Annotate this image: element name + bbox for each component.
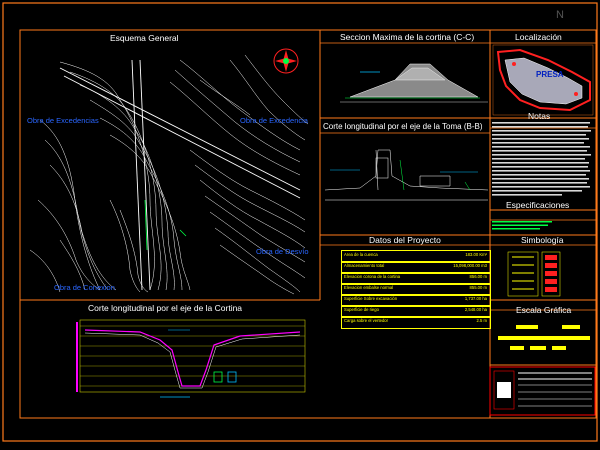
project-data-value: 2,548.00 ha	[464, 307, 487, 312]
site-plan-roads	[59, 59, 301, 291]
intake-section-drawing	[324, 149, 489, 201]
title-block	[489, 366, 596, 416]
plan-label-excedencias-left: Obra de Excedencias	[27, 116, 99, 125]
site-plan	[29, 54, 309, 295]
max-section-drawing	[340, 63, 488, 103]
location-map-label: PRESA	[536, 70, 564, 79]
project-data-label: Superficie Sobre excavación	[344, 296, 398, 301]
project-data-label: Carga sobre el vertedor	[344, 318, 388, 323]
project-data-row: Elevacion corona de la cortina 856.00 m	[341, 272, 491, 285]
panel-title-corte-toma: Corte longitudinal por el eje de la Toma…	[323, 122, 483, 131]
plan-label-desvio: Obra de Desvío	[256, 247, 309, 256]
panel-title-notas: Notas	[528, 111, 551, 121]
plan-label-excedencias-right: Obra de Excedencia	[240, 116, 308, 125]
project-data-row: Almacenamiento total 15,098,000.00 m3	[341, 261, 491, 274]
project-data-row: Area de la cuenca 183.00 Km²	[341, 250, 491, 263]
panel-title-simbologia: Simbología	[521, 235, 564, 245]
specifications-text-block	[492, 221, 552, 230]
panel-title-datos: Datos del Proyecto	[369, 235, 441, 245]
project-data-value: 855.00 m	[469, 285, 487, 290]
project-data-label: Elevacion embalse normal	[344, 285, 394, 290]
project-data-row: Elevacion embalse normal 855.00 m	[341, 283, 491, 296]
project-data-value: 183.00 Km²	[465, 252, 487, 257]
dam-profile-drawing	[76, 319, 306, 398]
project-data-value: 15,098,000.00 m3	[453, 263, 487, 268]
project-data-row: Superficie de riego 2,548.00 ha	[341, 305, 491, 318]
project-data-value: 1,737.00 ha	[464, 296, 487, 301]
project-data-label: Elevacion corona de la cortina	[344, 274, 401, 279]
project-data-row: Superficie Sobre excavación 1,737.00 ha	[341, 294, 491, 307]
project-data-value: 856.00 m	[469, 274, 487, 279]
project-data-label: Area de la cuenca	[344, 252, 378, 257]
project-data-label: Almacenamiento total	[344, 263, 385, 268]
project-data-label: Superficie de riego	[344, 307, 379, 312]
compass-north-label: N	[556, 9, 564, 21]
panel-title-localizacion: Localización	[515, 32, 562, 42]
project-data-row: Carga sobre el vertedor 2.5 m	[341, 316, 491, 329]
north-arrow	[273, 48, 299, 74]
notes-text-block	[492, 122, 591, 196]
panel-title-escala: Escala Gráfica	[516, 305, 572, 315]
graphic-scale	[498, 325, 590, 350]
panel-title-corte-cortina: Corte longitudinal por el eje de la Cort…	[88, 303, 243, 313]
plan-label-conexion: Obra de Conexion	[54, 283, 115, 292]
project-data-value: 2.5 m	[476, 318, 487, 323]
inner-frame	[19, 29, 597, 419]
panel-title-especificaciones: Especificaciones	[506, 200, 570, 210]
location-map	[492, 44, 594, 116]
legend-symbols	[507, 251, 561, 297]
panel-title-esquema: Esquema General	[110, 33, 179, 43]
panel-title-seccion: Seccion Maxima de la cortina (C-C)	[340, 32, 475, 42]
outer-border	[2, 2, 598, 442]
